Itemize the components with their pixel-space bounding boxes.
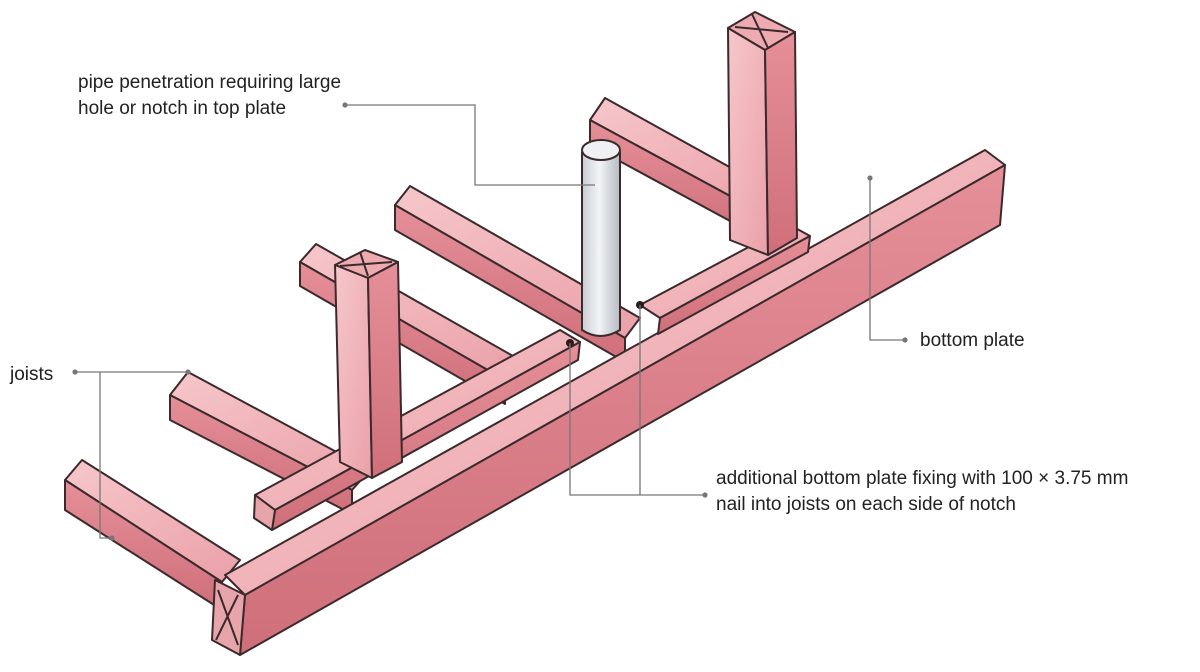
fixing-label: additional bottom plate fixing with 100 …: [716, 466, 1128, 518]
pipe-label-line-1: pipe penetration requiring large: [78, 72, 342, 93]
leader-fixing-left: [569, 343, 705, 496]
stud-right: [727, 11, 798, 256]
leader-joists-lower: [99, 372, 112, 539]
pipe: [581, 139, 621, 337]
top-plate: [253, 224, 811, 531]
fixing-label-line-2: nail into joists on each side of notch: [716, 494, 1016, 515]
joists-label: joists: [10, 364, 54, 385]
leader-pipe: [345, 104, 595, 186]
pipe-label-line-2: hole or notch in top plate: [78, 98, 287, 119]
pipe-penetration-label: pipe penetration requiring large hole or…: [78, 70, 341, 122]
fixing-label-line-1: additional bottom plate fixing with 100 …: [716, 468, 1129, 489]
stud-left: [334, 249, 403, 479]
bottom-plate-label: bottom plate: [920, 330, 1025, 351]
leader-bottom-plate: [869, 178, 905, 341]
bottom-plate: [211, 149, 1006, 656]
